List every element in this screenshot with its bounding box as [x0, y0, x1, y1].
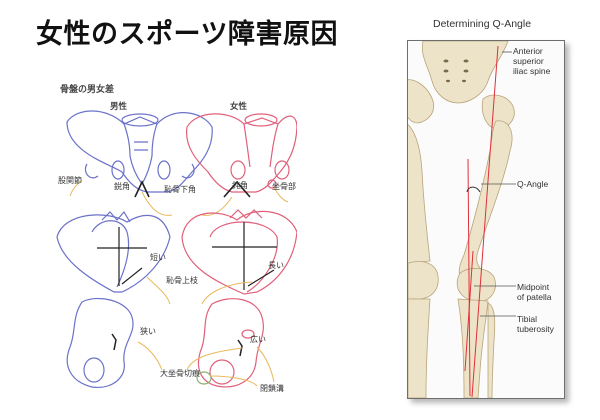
label-asis: Anterior superior iliac spine [513, 46, 551, 76]
femur [458, 120, 513, 278]
label-obturator-groove: 閉鎖溝 [260, 384, 284, 393]
fibula [487, 302, 496, 398]
label-hip-joint: 股関節 [58, 176, 82, 185]
male-column-heading: 男性 [110, 102, 128, 112]
leader-lines-row2 [146, 276, 253, 305]
q-angle-title: Determining Q-Angle [433, 18, 532, 30]
label-subpubic-angle: 恥骨下角 [164, 185, 196, 194]
slide-title: 女性のスポーツ障害原因 [36, 19, 338, 50]
label-greater-sciatic-notch: 大坐骨切痕 [160, 369, 200, 378]
label-pubic-upper: 恥骨上枝 [166, 276, 198, 285]
female-pelvis-top [181, 209, 297, 295]
q-angle-diagram-frame: Anterior superior iliac spine Q-Angle Mi… [407, 40, 565, 399]
pelvis-comparison-diagram: 骨盤の男女差 男性 女性 股関節 鋭角 恥骨下角 鈍角 坐骨部 短い 長い 恥骨… [52, 72, 297, 402]
femoral-head [481, 94, 515, 130]
leg-bones-illustration [408, 41, 516, 398]
label-acetabulum: 坐骨部 [272, 182, 296, 191]
q-angle-lines [464, 45, 499, 398]
female-column-heading: 女性 [230, 102, 248, 112]
leader-lines-row1 [69, 179, 289, 216]
label-long: 長い [268, 261, 284, 270]
label-q-angle: Q-Angle [517, 179, 549, 189]
label-obtuse-angle: 鈍角 [232, 181, 248, 190]
label-narrow: 狭い [140, 327, 156, 336]
male-pelvis-top [56, 210, 171, 293]
male-pelvis-front [66, 110, 213, 193]
tibia [457, 298, 489, 398]
pelvis-illustrations [56, 110, 297, 389]
label-tibial-tuberosity: Tibial tuberosity [517, 314, 554, 334]
pelvis-heading: 骨盤の男女差 [60, 85, 115, 95]
label-wide: 広い [250, 335, 266, 344]
male-hipbone-side [66, 297, 134, 389]
female-pelvis-front [186, 113, 297, 193]
label-short: 短い [150, 253, 166, 262]
label-acute-angle: 鋭角 [114, 182, 130, 191]
leader-lines-row3 [137, 341, 275, 387]
label-patella-midpoint: Midpoint of patella [517, 282, 552, 302]
patella [456, 268, 496, 302]
